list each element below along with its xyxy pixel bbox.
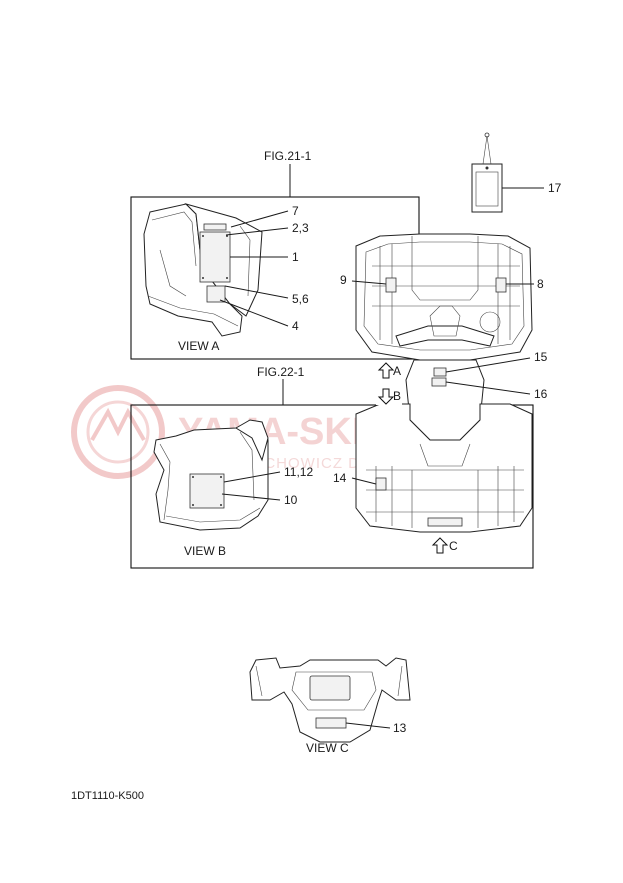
callout-17: 17 bbox=[548, 181, 562, 195]
callout-2-3: 2,3 bbox=[292, 221, 309, 235]
callout-13: 13 bbox=[393, 721, 407, 735]
arrow-c-icon: C bbox=[431, 537, 458, 554]
decal-13 bbox=[315, 717, 347, 729]
decal-14 bbox=[375, 477, 387, 491]
callout-4: 4 bbox=[292, 319, 299, 333]
arrow-b-label: B bbox=[393, 389, 401, 403]
callout-10: 10 bbox=[284, 493, 298, 507]
callout-15: 15 bbox=[534, 350, 548, 364]
decal-1 bbox=[199, 231, 231, 283]
callout-5-6: 5,6 bbox=[292, 292, 309, 306]
callout-9: 9 bbox=[340, 273, 347, 287]
view-b-fender bbox=[153, 419, 269, 531]
rear-reflector bbox=[427, 517, 463, 527]
decal-9 bbox=[385, 277, 397, 293]
watermark-logo-icon bbox=[71, 385, 165, 479]
decal-5-6 bbox=[206, 285, 226, 303]
callout-8: 8 bbox=[537, 277, 544, 291]
view-a-label: VIEW A bbox=[178, 339, 219, 353]
fig-b-ref: FIG.22-1 bbox=[257, 365, 305, 379]
view-b-frame bbox=[130, 404, 534, 569]
callout-1: 1 bbox=[292, 250, 299, 264]
decal-15 bbox=[433, 367, 447, 377]
decal-7 bbox=[203, 223, 227, 231]
arrow-b-icon: B bbox=[376, 387, 402, 405]
view-c-label: VIEW C bbox=[306, 741, 349, 755]
callout-11-12: 11,12 bbox=[284, 465, 313, 479]
arrow-c-label: C bbox=[449, 539, 458, 553]
decal-16 bbox=[431, 377, 447, 387]
decal-8 bbox=[495, 277, 507, 293]
view-b-label: VIEW B bbox=[184, 544, 226, 558]
hang-tag bbox=[471, 132, 503, 213]
arrow-a-icon: A bbox=[376, 362, 402, 380]
callout-7: 7 bbox=[292, 204, 299, 218]
view-c-rear-panel bbox=[249, 657, 411, 743]
view-a-fender bbox=[143, 203, 263, 337]
callout-14: 14 bbox=[333, 471, 347, 485]
arrow-a-label: A bbox=[393, 364, 401, 378]
diagram-code: 1DT1110-K500 bbox=[71, 790, 144, 802]
decal-10 bbox=[189, 473, 225, 509]
callout-16: 16 bbox=[534, 387, 548, 401]
fig-a-ref: FIG.21-1 bbox=[264, 149, 312, 163]
atv-top-view bbox=[355, 233, 533, 533]
